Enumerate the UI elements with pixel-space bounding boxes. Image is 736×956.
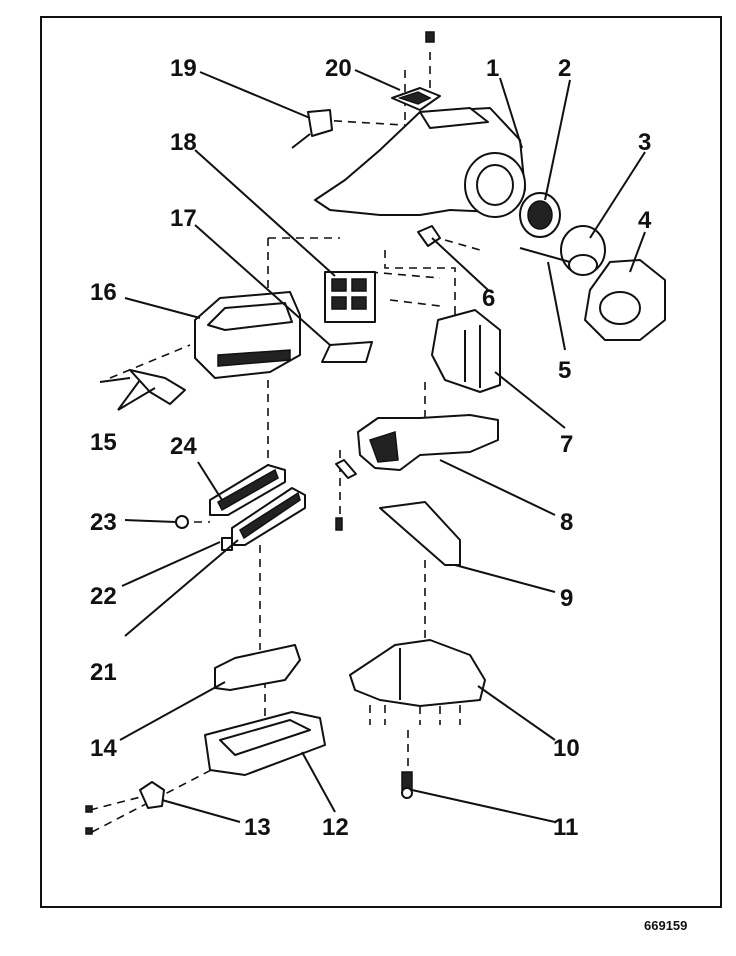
- callout-22: 22: [90, 583, 117, 610]
- callout-18: 18: [170, 129, 197, 156]
- callout-17: 17: [170, 205, 197, 232]
- part-4-scroll-housing: [584, 259, 666, 341]
- callout-1: 1: [486, 55, 499, 82]
- callout-leaders: [117, 69, 646, 823]
- part-5-wire: [519, 247, 571, 263]
- screw-near-8: [335, 459, 357, 531]
- callout-12: 12: [322, 814, 349, 841]
- callout-21: 21: [90, 659, 117, 686]
- callout-15: 15: [90, 429, 117, 456]
- callout-24: 24: [170, 433, 197, 460]
- part-9-deflector: [379, 501, 461, 566]
- callout-3: 3: [638, 129, 651, 156]
- part-16-case: [194, 291, 301, 379]
- part-14-door: [214, 644, 301, 691]
- callout-2: 2: [558, 55, 571, 82]
- part-8-duct: [357, 414, 499, 471]
- part-19-bracket: [291, 109, 333, 149]
- part-18-filter: [324, 271, 376, 323]
- callout-14: 14: [90, 735, 117, 762]
- callout-7: 7: [560, 431, 573, 458]
- part-20-actuator: [391, 31, 441, 111]
- part-24-core: [209, 464, 286, 516]
- part-12-bottom-case: [204, 711, 326, 776]
- part-1-blower-housing: [314, 107, 526, 218]
- callout-9: 9: [560, 585, 573, 612]
- callout-5: 5: [558, 357, 571, 384]
- part-2-blower-wheel: [519, 192, 561, 238]
- callout-6: 6: [482, 285, 495, 312]
- part-17-seal: [321, 341, 373, 363]
- callout-11: 11: [553, 814, 578, 841]
- part-11-screw: [401, 771, 413, 799]
- callout-16: 16: [90, 279, 117, 306]
- part-3-blower-motor: [560, 225, 606, 276]
- part-23-screw: [175, 515, 189, 529]
- callout-labels: 1 2 3 4 5 6 7 8 9 10 11 12 13 14 15 16 1…: [90, 55, 652, 841]
- callout-8: 8: [560, 509, 573, 536]
- part-7-case-half: [431, 309, 501, 393]
- figure-reference-number: 669159: [644, 918, 688, 933]
- diagram-frame: [40, 16, 722, 908]
- callout-23: 23: [90, 509, 117, 536]
- part-10-lower-case: [349, 639, 486, 725]
- callout-19: 19: [170, 55, 197, 82]
- part-13-actuator: [85, 781, 165, 835]
- part-21-core: [231, 487, 306, 546]
- callout-13: 13: [244, 814, 271, 841]
- callout-10: 10: [553, 735, 580, 762]
- part-15-linkage: [99, 369, 186, 405]
- callout-20: 20: [325, 55, 352, 82]
- callout-4: 4: [638, 207, 652, 234]
